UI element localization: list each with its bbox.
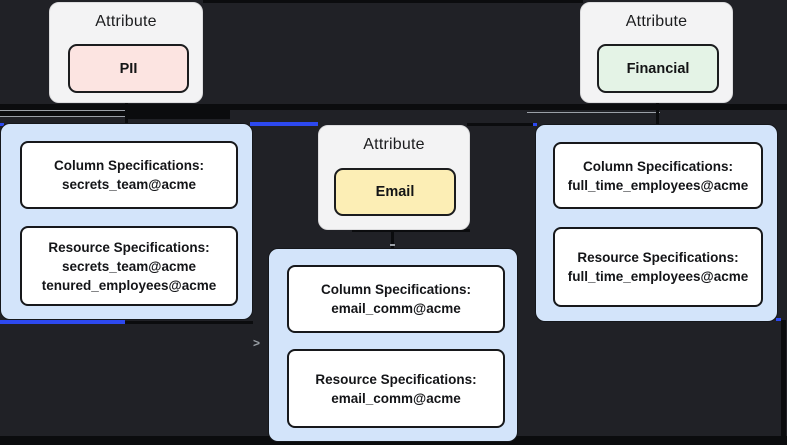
- spec-group-secrets-team[interactable]: Column Specifications: secrets_team@acme…: [0, 123, 253, 320]
- edge-line-highlighted: [0, 122, 4, 126]
- resource-spec-box[interactable]: Resource Specifications: email_comm@acme: [287, 349, 505, 428]
- column-spec-title: Column Specifications:: [320, 282, 472, 297]
- resource-spec-box[interactable]: Resource Specifications: secrets_team@ac…: [20, 226, 238, 306]
- spec-group-full-time-employees[interactable]: Column Specifications: full_time_employe…: [535, 124, 778, 322]
- edge-line: [391, 231, 394, 248]
- edge-line: [527, 112, 660, 114]
- resource-spec-value: full_time_employees@acme: [567, 269, 749, 284]
- resource-spec-value: email_comm@acme: [331, 390, 461, 406]
- edge-line: [125, 103, 128, 123]
- resource-spec-title: Resource Specifications:: [577, 250, 739, 265]
- column-spec-title: Column Specifications:: [53, 158, 205, 173]
- resource-spec-box[interactable]: Resource Specifications: full_time_emplo…: [553, 227, 763, 307]
- edge-arrow-icon: >: [253, 336, 261, 350]
- column-spec-title: Column Specifications:: [582, 158, 734, 174]
- edge-arrow-tick: [390, 244, 395, 246]
- column-spec-box[interactable]: Column Specifications: secrets_team@acme: [20, 141, 238, 209]
- attribute-node-title: Attribute: [363, 136, 425, 153]
- attribute-node-email[interactable]: Attribute Email: [318, 125, 470, 230]
- edge-line: [656, 103, 659, 124]
- attribute-pill-financial[interactable]: Financial: [597, 44, 719, 93]
- edge-line-highlighted: [250, 122, 318, 126]
- column-spec-box[interactable]: Column Specifications: email_comm@acme: [287, 265, 505, 333]
- attribute-pill-pii[interactable]: PII: [68, 44, 189, 93]
- edge-line: [352, 229, 470, 232]
- edge-line: [0, 116, 127, 118]
- column-spec-box[interactable]: Column Specifications: full_time_employe…: [553, 142, 763, 209]
- spec-group-email-comm[interactable]: Column Specifications: email_comm@acme R…: [268, 248, 518, 442]
- edge-line-highlighted: [776, 317, 781, 321]
- edge-line: [0, 104, 787, 110]
- edge-line: [467, 122, 535, 126]
- edge-line: [0, 110, 127, 112]
- attribute-node-title: Attribute: [625, 13, 688, 30]
- resource-spec-title: Resource Specifications:: [48, 239, 210, 255]
- resource-spec-value: secrets_team@acme tenured_employees@acme: [41, 258, 217, 293]
- edge-line: [127, 104, 230, 119]
- column-spec-value: email_comm@acme: [331, 301, 461, 316]
- attribute-node-financial[interactable]: Attribute Financial: [580, 2, 733, 103]
- edge-line-highlighted: [533, 123, 537, 126]
- edge-line: [0, 111, 127, 116]
- column-spec-value: secrets_team@acme: [61, 177, 196, 192]
- edge-line: [781, 320, 786, 440]
- attribute-node-title: Attribute: [95, 13, 157, 30]
- attribute-pill-email[interactable]: Email: [334, 168, 456, 216]
- edge-line-highlighted: [0, 320, 125, 324]
- edge-line: [125, 321, 253, 324]
- edge-line: [203, 0, 583, 3]
- column-spec-value: full_time_employees@acme: [567, 177, 749, 193]
- attribute-node-pii[interactable]: Attribute PII: [49, 2, 203, 103]
- resource-spec-title: Resource Specifications:: [315, 371, 477, 387]
